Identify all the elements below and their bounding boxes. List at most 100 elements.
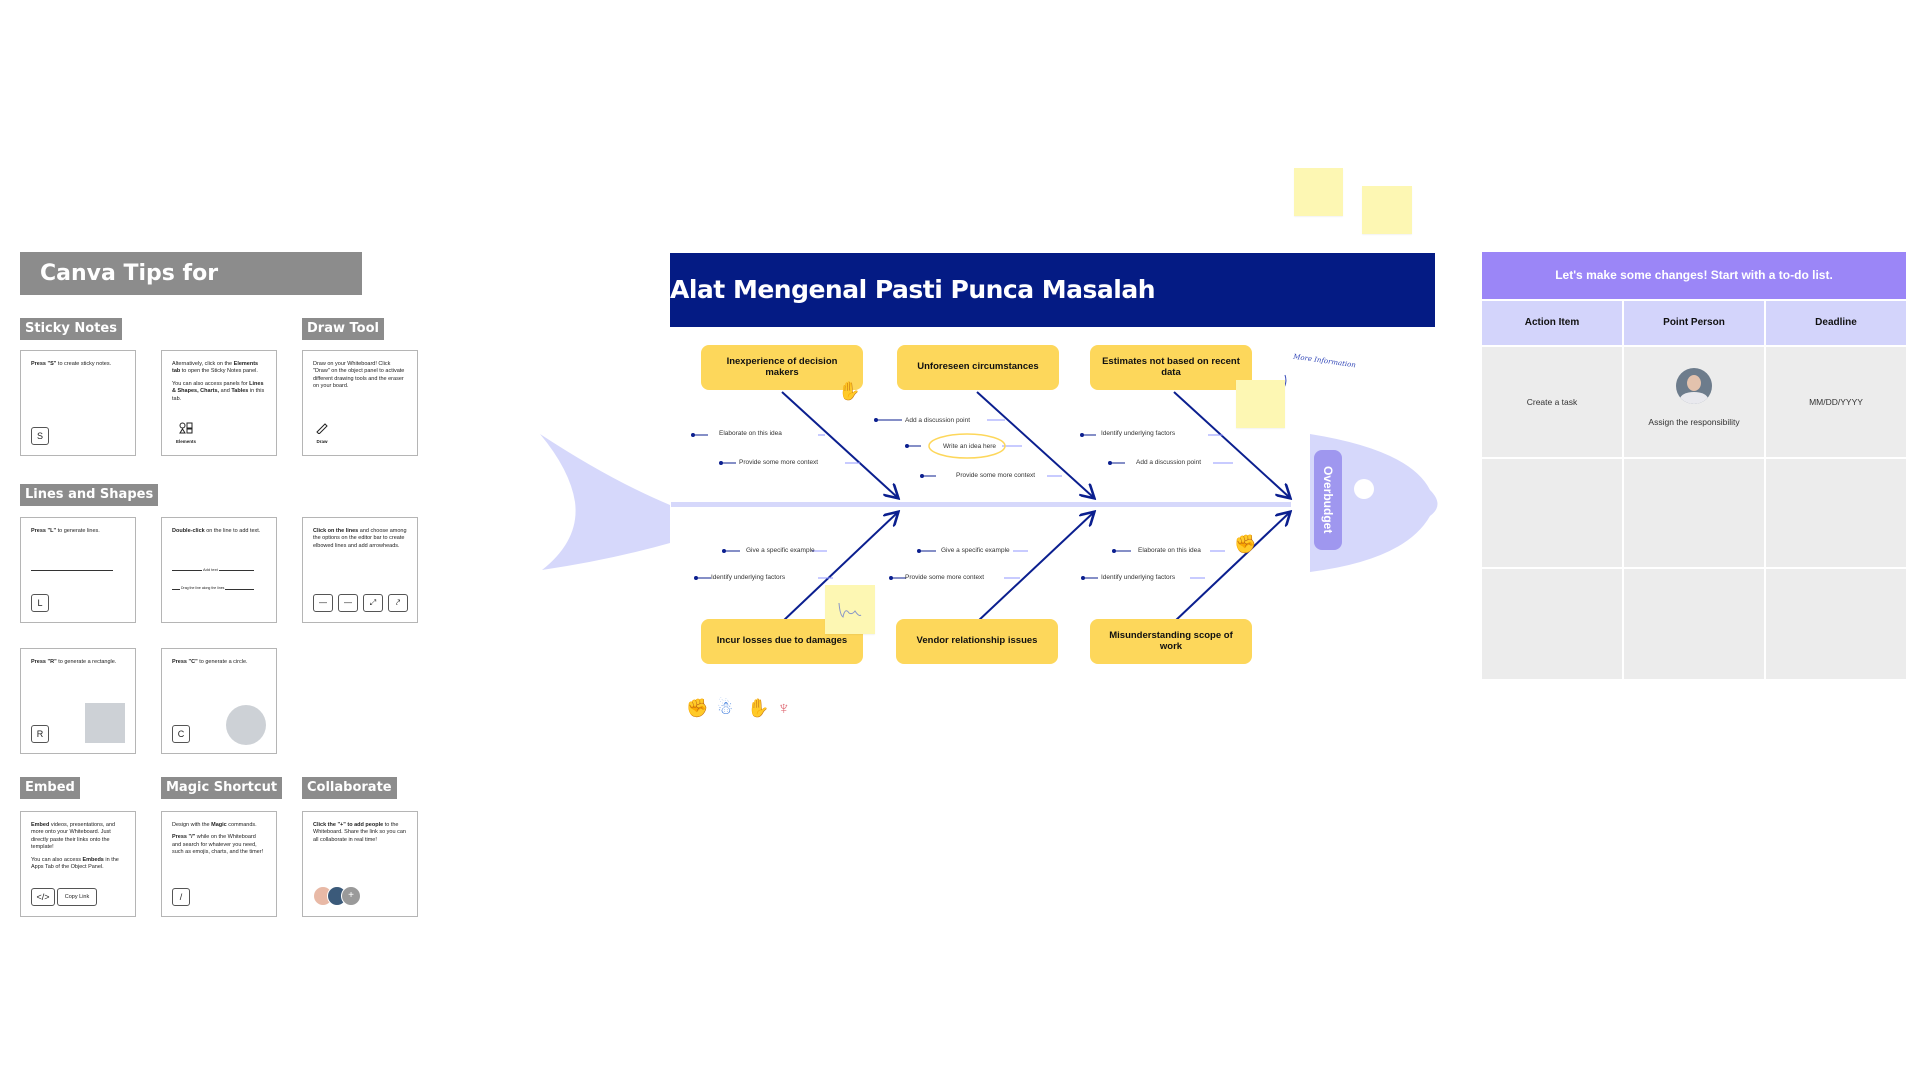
line-elbow-icon[interactable]: ⤤ [388, 594, 408, 612]
tip-card-magic[interactable]: Design with the Magic commands. Press "/… [161, 811, 277, 917]
tip-card-lines-shortcut[interactable]: Press "L" to generate lines. L [20, 517, 136, 623]
hand-icon[interactable]: ✊ [1234, 534, 1256, 555]
sub-label[interactable]: Elaborate on this idea [1138, 547, 1201, 554]
tip-text: Tables [231, 388, 248, 394]
fish-spine [671, 502, 1291, 507]
glove-icon[interactable]: ✋ [747, 698, 769, 719]
table-cell-person[interactable] [1624, 459, 1764, 567]
tip-text: You can also access [31, 857, 82, 863]
cause-box-top-3[interactable]: Estimates not based on recent data [1090, 345, 1252, 390]
key-s: S [31, 427, 49, 445]
section-embed: Embed [20, 777, 80, 799]
tip-text: Magic [211, 822, 227, 828]
sub-label[interactable]: Elaborate on this idea [719, 430, 782, 437]
table-cell-deadline[interactable]: MM/DD/YYYY [1766, 347, 1906, 457]
key-l: L [31, 594, 49, 612]
table-cell-deadline[interactable] [1766, 459, 1906, 567]
column-header-deadline: Deadline [1766, 301, 1906, 345]
column-header-action-item: Action Item [1482, 301, 1622, 345]
rectangle-demo [85, 703, 125, 743]
sub-label[interactable]: Provide some more context [739, 459, 818, 466]
table-cell-action[interactable] [1482, 459, 1622, 567]
sub-label[interactable]: Add a discussion point [1136, 459, 1201, 466]
problem-label[interactable]: Overbudget [1314, 450, 1342, 550]
key-r: R [31, 725, 49, 743]
line-demo [31, 570, 113, 571]
fish-tail [540, 434, 670, 570]
tip-card-embed[interactable]: Embed videos, presentations, and more on… [20, 811, 136, 917]
table-cell-deadline[interactable] [1766, 569, 1906, 679]
cause-box-bottom-2[interactable]: Vendor relationship issues [896, 619, 1058, 664]
table-cell-person[interactable]: Assign the responsibility [1624, 347, 1764, 457]
glove-icon[interactable]: ✋ [838, 381, 860, 402]
sticky-note[interactable] [825, 585, 875, 634]
tip-text: to open the Sticky Notes panel. [180, 368, 258, 374]
tip-card-circle[interactable]: Press "C" to generate a circle. C [161, 648, 277, 754]
section-draw-tool: Draw Tool [302, 318, 384, 340]
line-dash-icon[interactable]: — [338, 594, 358, 612]
assign-text: Assign the responsibility [1624, 417, 1764, 427]
tip-card-draw[interactable]: Draw on your Whiteboard! Click "Draw" on… [302, 350, 418, 456]
section-collaborate: Collaborate [302, 777, 397, 799]
cause-box-top-2[interactable]: Unforeseen circumstances [897, 345, 1059, 390]
sub-label[interactable]: Write an idea here [943, 443, 996, 450]
key-c: C [172, 725, 190, 743]
sticky-note[interactable] [1362, 186, 1412, 234]
elements-label: Elements [176, 439, 196, 445]
tip-text: to generate a circle. [198, 659, 248, 665]
tip-text: Press "L" [31, 528, 56, 534]
sub-label[interactable]: Provide some more context [956, 472, 1035, 479]
tip-card-line-options[interactable]: Click on the lines and choose among the … [302, 517, 418, 623]
circle-demo [226, 705, 266, 745]
sub-label[interactable]: Identify underlying factors [711, 574, 785, 581]
tip-card-rectangle[interactable]: Press "R" to generate a rectangle. R [20, 648, 136, 754]
tip-text: Click on the lines [313, 528, 358, 534]
table-cell-person[interactable] [1624, 569, 1764, 679]
copy-link-button[interactable]: Copy Link [57, 888, 97, 906]
key-slash: / [172, 888, 190, 906]
line-demo-text: Add text [202, 567, 219, 572]
tip-text: Design with the [172, 822, 211, 828]
sub-label[interactable]: Give a specific example [746, 547, 815, 554]
tip-text: Press "R" [31, 659, 57, 665]
sub-label[interactable]: Identify underlying factors [1101, 430, 1175, 437]
cause-box-bottom-3[interactable]: Misunderstanding scope of work [1090, 619, 1252, 664]
avatar [1676, 368, 1712, 404]
draw-icon: Draw [315, 422, 329, 445]
tip-text: Alternatively, click on the [172, 361, 234, 367]
tip-card-elements-tab[interactable]: Alternatively, click on the Elements tab… [161, 350, 277, 456]
sub-label[interactable]: Give a specific example [941, 547, 1010, 554]
line-arrow-icon[interactable]: ⤢ [363, 594, 383, 612]
sub-label[interactable]: Identify underlying factors [1101, 574, 1175, 581]
line-straight-icon[interactable]: — [313, 594, 333, 612]
tip-card-collaborate[interactable]: Click the "+" to add people to the White… [302, 811, 418, 917]
table-cell-action[interactable] [1482, 569, 1622, 679]
section-lines-shapes: Lines and Shapes [20, 484, 158, 506]
tip-text: and [219, 388, 231, 394]
hand-icon[interactable]: ✊ [686, 698, 708, 719]
tip-text: to create sticky notes. [56, 361, 111, 367]
tip-text: on the line to add text. [205, 528, 261, 534]
tip-text: Press "/" [172, 834, 195, 840]
tip-text: Click the "+" to add people [313, 822, 383, 828]
sticky-note[interactable] [1294, 168, 1343, 216]
tip-text: Draw on your Whiteboard! Click "Draw" on… [313, 361, 407, 391]
tip-card-line-text[interactable]: Double-click on the line to add text. Ad… [161, 517, 277, 623]
tip-text: Embed [31, 822, 49, 828]
sub-label[interactable]: Add a discussion point [905, 417, 970, 424]
section-magic-shortcut: Magic Shortcut [161, 777, 282, 799]
ice-cream-icon[interactable]: ♆ [777, 698, 791, 719]
line-demo-text: Drag the line along the lines [180, 586, 225, 591]
robot-icon[interactable]: ☃ [717, 698, 733, 719]
add-people-icon[interactable]: + [341, 886, 361, 906]
tip-card-sticky-shortcut[interactable]: Press "S" to create sticky notes. S [20, 350, 136, 456]
tip-text: Embeds [82, 857, 103, 863]
tip-text: to generate a rectangle. [57, 659, 117, 665]
sub-label[interactable]: Provide some more context [905, 574, 984, 581]
tip-text: to generate lines. [56, 528, 100, 534]
embed-code-icon[interactable]: </> [31, 888, 55, 906]
table-cell-action[interactable]: Create a task [1482, 347, 1622, 457]
sticky-note[interactable] [1236, 380, 1285, 428]
fish-eye [1354, 479, 1374, 499]
tip-text: commands. [227, 822, 257, 828]
